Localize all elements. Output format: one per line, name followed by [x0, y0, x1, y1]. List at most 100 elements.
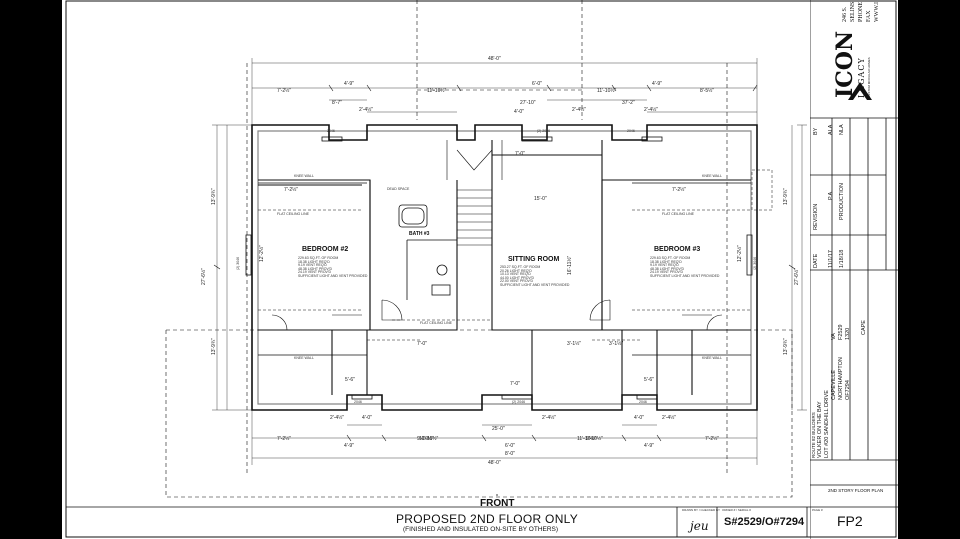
room-note: SUFFICIENT LIGHT AND VENT PROVIDED: [298, 273, 368, 278]
misc-dim: 5'-6": [345, 377, 355, 383]
room-note: 10.13 VENT REQ'D: [500, 272, 531, 276]
project-state: VA: [831, 333, 837, 340]
project-job-no: F2529: [838, 324, 844, 340]
room-note: 253.27 SQ.FT. OF ROOM: [500, 265, 541, 269]
flat-ceiling-label: FLAT CEILING LINE: [662, 212, 694, 216]
project-customer: VOLKER ON THE BAY: [817, 401, 823, 458]
window-label: 2046: [354, 400, 362, 404]
room-note: 48.38 LIGHT PROV'D: [650, 266, 685, 271]
room-note: 9.19 VENT REQ'D: [298, 263, 327, 267]
company-logo: ICON: [832, 30, 858, 98]
drawn-by-signature: jeu: [690, 519, 709, 533]
exterior-wall: [251, 124, 758, 411]
bottom-dim: 4'-9": [344, 443, 354, 449]
window-label: (2) 2046: [512, 400, 526, 404]
window-label: 2046: [327, 129, 335, 133]
bed-right-depth-dim: 12'-2½": [737, 245, 743, 262]
top-dim-2: 37'-2": [622, 100, 635, 106]
misc-dim: 7'-2½": [284, 187, 299, 193]
room-note: 44.00 LIGHT PROV'D: [500, 275, 535, 280]
project-lot: LOT #20 SANDHILL DRIVE: [824, 390, 830, 458]
room-note: 229.63 SQ.FT. OF ROOM: [298, 256, 339, 260]
title-block: [810, 0, 898, 539]
bottom-dim: 7'-2½": [705, 436, 720, 442]
room-note: 24.19 VENT PROV'D: [298, 270, 332, 274]
revision-by: NLA: [839, 124, 845, 135]
revision-desc: PRODUCTION: [839, 183, 845, 220]
room-label-sitting-room: SITTING ROOM: [508, 256, 560, 263]
overall-dim-top: 48'-0": [488, 56, 501, 62]
drawing-title: PROPOSED 2ND FLOOR ONLY: [396, 512, 579, 526]
room-note: 20.26 LIGHT REQ'D: [500, 268, 532, 273]
misc-dim: 9'-10½": [417, 436, 434, 442]
address-line: 246 S.: [842, 6, 848, 22]
misc-dim: 7'-2½": [672, 187, 687, 193]
top-dim-2: 8'-7": [332, 100, 342, 106]
window-label: (2) 2046: [537, 129, 551, 133]
left-lower-dim: 13'-9¾": [211, 338, 217, 355]
room-label-bath: BATH #3: [409, 231, 430, 237]
window-label: (2) 3046: [753, 256, 757, 270]
window-label: 2046: [639, 400, 647, 404]
window-label: 2046: [627, 129, 635, 133]
room-label-bedroom-2: BEDROOM #2: [302, 246, 349, 253]
knee-wall-label: KNEE WALL: [294, 356, 314, 360]
revision-header-by: BY: [813, 127, 819, 135]
top-dim-2: 2'-4½": [572, 107, 587, 113]
bottom-dim: 11'-10½": [577, 436, 597, 442]
misc-dim: 5'-6": [644, 377, 654, 383]
drawing-subtitle: (FINISHED AND INSULATED ON-SITE BY OTHER…: [403, 526, 559, 533]
misc-dim: 8'-0": [505, 451, 515, 457]
misc-dim: 7'-0": [515, 151, 525, 157]
room-note: SUFFICIENT LIGHT AND VENT PROVIDED: [650, 273, 720, 278]
address-line: WWW.I: [874, 2, 880, 22]
bottom-dim: 7'-2½": [277, 436, 292, 442]
room-label-bedroom-3: BEDROOM #3: [654, 246, 701, 253]
top-dim: 7'-2½": [277, 88, 292, 94]
room-notes-sitting-room: 253.27 SQ.FT. OF ROOM 20.26 LIGHT REQ'D …: [500, 265, 570, 287]
bottom-dim-2: 2'-4½": [662, 415, 677, 421]
address-line: FAX: [866, 10, 872, 22]
knee-wall-label: KNEE WALL: [294, 174, 314, 178]
misc-dim: 7'-0": [417, 341, 427, 347]
bottom-dim-2: 2'-4½": [542, 415, 557, 421]
revision-by: ALA: [828, 124, 834, 135]
project-model: CAPE: [861, 320, 867, 335]
knee-wall-label: KNEE WALL: [702, 174, 722, 178]
room-notes-bedroom-2: 229.63 SQ.FT. OF ROOM 18.38 LIGHT REQ'D …: [298, 256, 368, 278]
sheet-description: 2ND STORY FLOOR PLAN: [828, 488, 884, 493]
floor-plan: [65, 0, 897, 538]
drawing-sheet: 48'-0" 48'-0" 7'-2½" 4'-9" 11'-10½" 6'-0…: [62, 0, 898, 539]
top-dim-2: 2'-4½": [644, 107, 659, 113]
bottom-dim: 4'-9": [644, 443, 654, 449]
misc-dim: 3'-1½": [567, 341, 582, 347]
view-label-front: FRONT: [480, 498, 515, 509]
overall-dim-bottom: 48'-0": [488, 460, 501, 466]
bottom-dim-2: 2'-4½": [330, 415, 345, 421]
misc-dim: 3'-1½": [609, 341, 624, 347]
revision-header-date: DATE: [813, 253, 819, 268]
revision-date: 1/18/18: [839, 249, 845, 268]
bottom-dim: 6'-0": [505, 443, 515, 449]
top-dim: 4'-9": [344, 81, 354, 87]
top-dim: 6'-0": [532, 81, 542, 87]
left-upper-dim: 13'-9¾": [211, 188, 217, 205]
revision-date: 11/1/17: [828, 250, 834, 268]
misc-dim: 25'-0": [492, 426, 505, 432]
revision-header-revision: REVISION: [813, 203, 819, 230]
bed-left-depth-dim: 12'-2½": [259, 245, 265, 262]
dead-space-label: DEAD SPACE: [387, 187, 410, 191]
top-dim: 11'-10½": [427, 88, 447, 94]
flat-ceiling-label: FLAT CEILING LINE: [277, 212, 309, 216]
top-dim: 11'-10½": [597, 88, 617, 94]
room-note: 48.38 LIGHT PROV'D: [298, 266, 333, 271]
window-label: (2) 3046: [236, 256, 240, 270]
project-county: NORTHAMPTON: [838, 357, 844, 400]
room-note: SUFFICIENT LIGHT AND VENT PROVIDED: [500, 282, 570, 287]
room-notes-bedroom-3: 229.63 SQ.FT. OF ROOM 18.38 LIGHT REQ'D …: [650, 256, 720, 278]
room-note: 18.38 LIGHT REQ'D: [650, 259, 682, 264]
address-line: PHONE: [858, 1, 864, 22]
room-note: 18.38 LIGHT REQ'D: [298, 259, 330, 264]
project-serial: OF7294: [845, 380, 851, 400]
project-builder: ROUTE 82 BUILDERS: [811, 412, 816, 458]
